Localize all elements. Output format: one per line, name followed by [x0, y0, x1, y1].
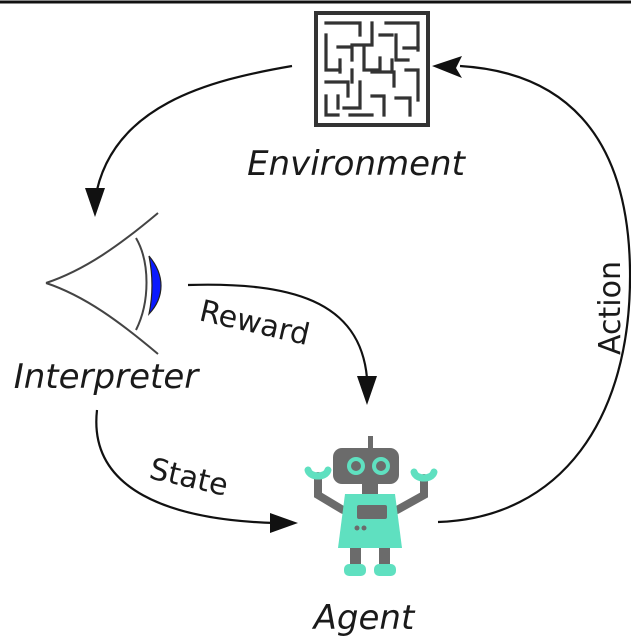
- action-label: Action: [593, 261, 628, 355]
- robot-icon: [304, 436, 438, 576]
- action-arrow: [432, 56, 631, 524]
- observation-arrow: [85, 64, 293, 217]
- agent-label: Agent: [312, 598, 416, 638]
- eye-icon: [45, 212, 162, 355]
- interpreter-label: Interpreter: [14, 357, 201, 397]
- reward-arrow: [187, 283, 377, 405]
- reward-label: Reward: [196, 294, 313, 353]
- maze-icon: [314, 11, 430, 127]
- state-arrow: [95, 409, 298, 533]
- environment-label: Environment: [247, 144, 467, 184]
- state-label: State: [146, 452, 231, 504]
